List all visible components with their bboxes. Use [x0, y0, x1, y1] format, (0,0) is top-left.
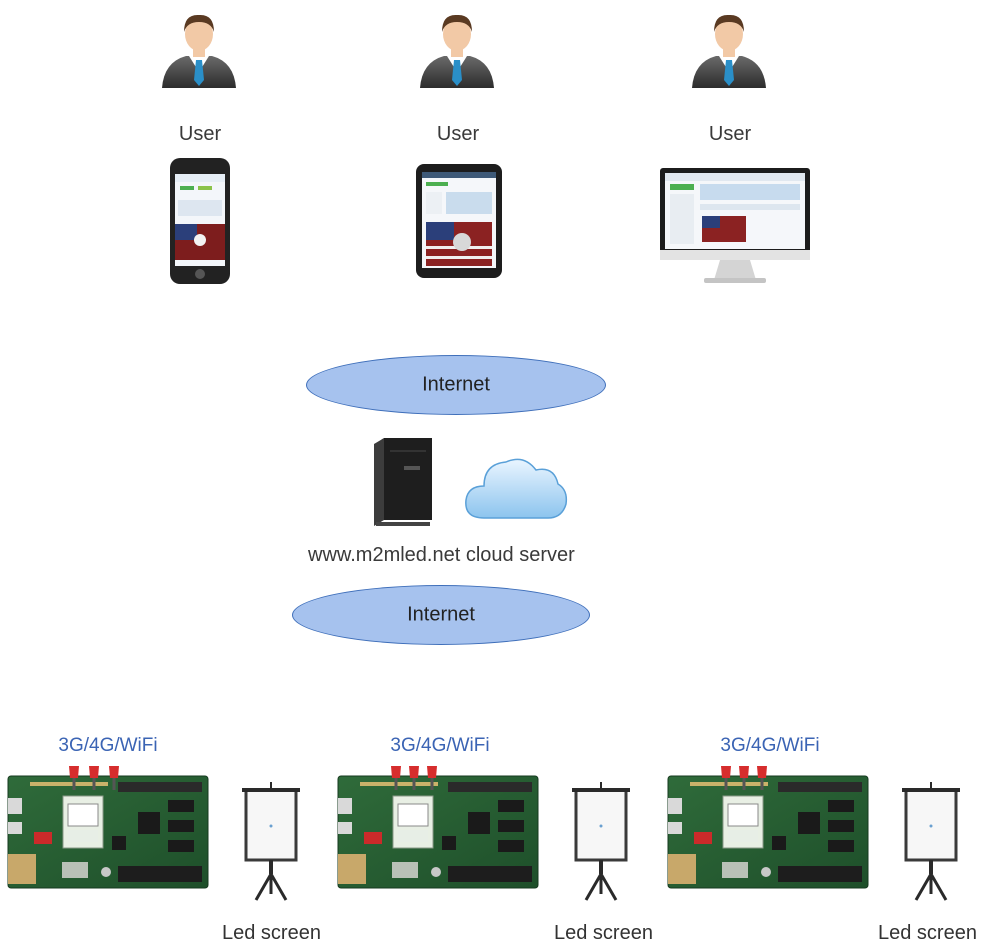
- connection-type-label: 3G/4G/WiFi: [720, 735, 820, 756]
- user-label: User: [436, 123, 480, 145]
- user-avatar-icon: [692, 14, 766, 88]
- cloud-icon: [465, 458, 568, 519]
- led-controller-board-icon: [667, 766, 869, 889]
- internet-label: Internet: [407, 603, 475, 626]
- connection-type-label: 3G/4G/WiFi: [390, 735, 490, 756]
- connection-type-label: 3G/4G/WiFi: [58, 735, 158, 756]
- internet-label: Internet: [422, 373, 490, 396]
- led-controller-board-icon: [7, 766, 209, 889]
- led-screen-icon: [900, 780, 962, 902]
- led-screen-icon: [570, 780, 632, 902]
- user-label: User: [708, 123, 752, 145]
- led-screen-icon: [240, 780, 302, 902]
- led-screen-label: Led screen: [222, 922, 321, 944]
- led-screen-label: Led screen: [554, 922, 653, 944]
- led-controller-board-icon: [337, 766, 539, 889]
- internet-cloud-node: Internet: [306, 355, 606, 415]
- led-screen-label: Led screen: [878, 922, 977, 944]
- user-avatar-icon: [420, 14, 494, 88]
- internet-cloud-node: Internet: [292, 585, 590, 645]
- smartphone-icon: [170, 158, 230, 284]
- user-avatar-icon: [162, 14, 236, 88]
- server-tower-icon: [374, 438, 432, 526]
- cloud-server-label: www.m2mled.net cloud server: [308, 544, 575, 566]
- desktop-monitor-icon: [660, 168, 810, 283]
- user-label: User: [178, 123, 222, 145]
- tablet-icon: [416, 164, 502, 278]
